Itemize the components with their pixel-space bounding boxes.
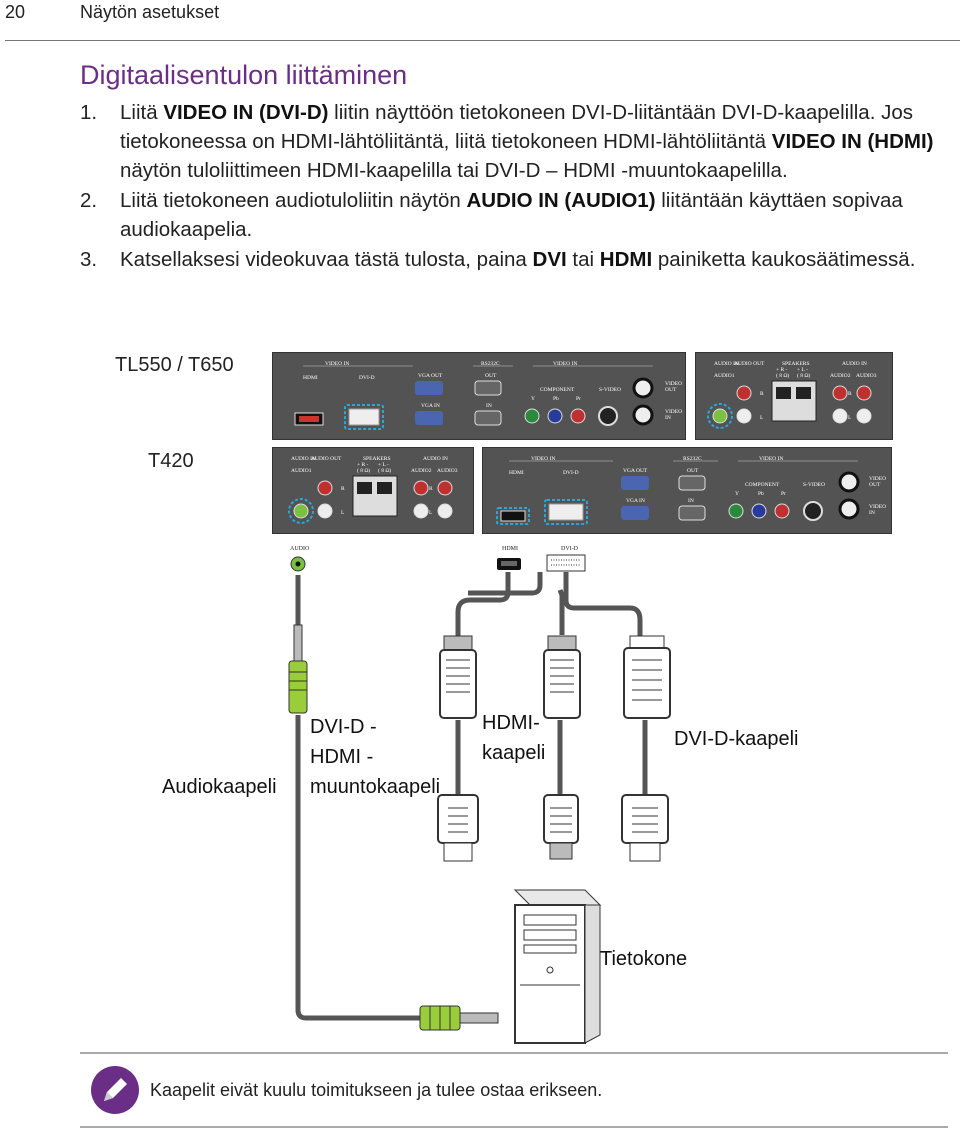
pc-dvi-port-label: DVI-D: [561, 546, 578, 552]
audio-ports-top: [707, 380, 872, 429]
pc-dvi-port-icon: [546, 554, 586, 572]
note-text: Kaapelit eivät kuulu toimitukseen ja tul…: [150, 1080, 603, 1100]
model-label-tl550-t650: TL550 / T650: [115, 354, 234, 376]
hdmi-connector-middle: [543, 635, 581, 719]
audio-cable-label: Audiokaapeli: [162, 776, 277, 798]
step-3: 3. Katsellaksesi videokuvaa tästä tulost…: [80, 248, 916, 271]
dvi-hdmi-cable-label: DVI-D - HDMI - muuntokaapeli: [310, 716, 441, 798]
cable-wires: [295, 572, 648, 1021]
pc-audio-port-label: AUDIO: [290, 546, 310, 552]
pc-hdmi-port-icon: [497, 558, 521, 570]
dvi-connector-right-bottom: [621, 794, 669, 862]
hdmi-connector-left: [439, 635, 477, 719]
dvi-cable-label: DVI-D-kaapeli: [674, 728, 799, 750]
dvi-connector-right-top: [623, 635, 671, 719]
page-number: 20: [5, 2, 26, 22]
hdmi-connector-bottom: [543, 794, 579, 860]
page-heading: Digitaalisentulon liittäminen: [80, 60, 408, 90]
instruction-list: 1. Liitä VIDEO IN (DVI-D) liitin näyttöö…: [80, 98, 950, 275]
hdmi-cable-label: HDMI- kaapeli: [482, 712, 546, 764]
connector-panel-video-bottom: VIDEO IN HDMI DVI-D VGA OUT VGA IN RS232…: [482, 447, 892, 534]
step-2: 2. Liitä tietokoneen audiotuloliitin näy…: [80, 189, 903, 241]
note-top-rule: [80, 1052, 948, 1054]
computer-label: Tietokone: [600, 948, 688, 970]
dvi-connector-left-bottom: [437, 794, 479, 862]
pc-audio-port-icon: [290, 556, 306, 572]
pencil-icon: [91, 1066, 139, 1114]
computer-tower-icon: [513, 889, 602, 1044]
connector-panel-audio-bottom: AUDIO IN AUDIO OUT AUDIO1 SPEAKERS + R -…: [272, 447, 474, 534]
model-label-t420: T420: [148, 450, 194, 472]
step-1: 1. Liitä VIDEO IN (DVI-D) liitin näyttöö…: [80, 101, 934, 182]
audio-plug-bottom: [419, 1005, 499, 1031]
note-bottom-rule: [80, 1126, 948, 1128]
video-ports-top: [294, 365, 654, 430]
audio-plug-top: [288, 624, 308, 714]
audio-ports-bottom: [288, 475, 453, 524]
pc-hdmi-port-label: HDMI: [502, 546, 518, 552]
connector-panel-audio-top: AUDIO IN AUDIO OUT AUDIO1 SPEAKERS + R -…: [695, 352, 893, 440]
header-divider: [5, 40, 960, 41]
video-ports-bottom: [496, 460, 860, 525]
section-title: Näytön asetukset: [80, 2, 220, 22]
connector-panel-video-top: VIDEO IN HDMI DVI-D VGA OUT VGA IN RS232…: [272, 352, 686, 440]
